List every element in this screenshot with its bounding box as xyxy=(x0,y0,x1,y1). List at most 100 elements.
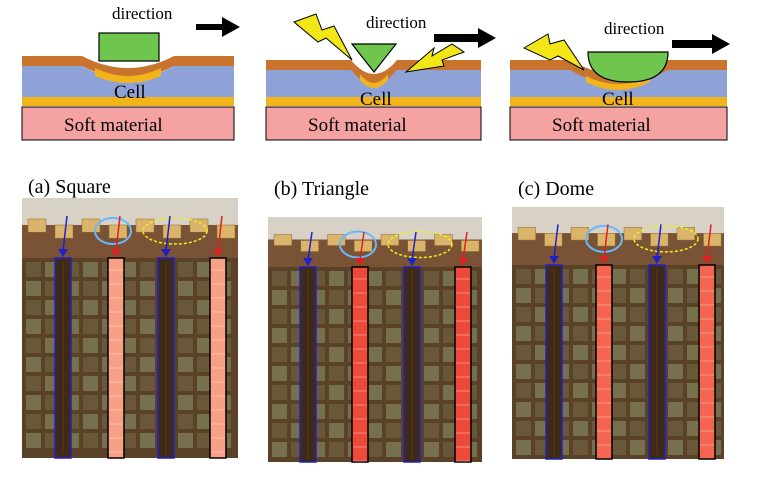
pixel-pad xyxy=(386,366,401,381)
pixel-pad xyxy=(197,357,212,372)
cell-label: Cell xyxy=(602,89,634,110)
yellow-contact-layer xyxy=(95,68,161,83)
direction-label: direction xyxy=(604,19,665,38)
pixel-pad xyxy=(573,269,588,284)
pixel-pad xyxy=(668,345,683,360)
pixel-pad xyxy=(329,404,344,419)
pixel-pad xyxy=(178,357,193,372)
triangle-indenter xyxy=(350,43,398,73)
pixel-pad xyxy=(573,383,588,398)
pixel-pad xyxy=(630,421,645,436)
activated-column xyxy=(698,264,716,460)
pixel-pad xyxy=(272,423,287,438)
soft-material-label: Soft material xyxy=(64,115,163,136)
soft-material-label: Soft material xyxy=(308,115,407,136)
pixel-pad xyxy=(611,383,626,398)
pixel-pad xyxy=(140,319,155,334)
direction-label: direction xyxy=(366,13,427,32)
gold-pad xyxy=(189,218,209,233)
pixel-pad xyxy=(516,364,531,379)
pixel-pad xyxy=(630,383,645,398)
pixel-pad xyxy=(26,281,41,296)
pixel-pad xyxy=(516,326,531,341)
pixel-pad xyxy=(197,414,212,429)
pixel-pad xyxy=(630,345,645,360)
pixel-pad xyxy=(668,288,683,303)
pixel-pad xyxy=(329,385,344,400)
pixel-pad xyxy=(573,345,588,360)
pixel-pad xyxy=(178,414,193,429)
gold-pad xyxy=(380,234,400,246)
pixel-pad xyxy=(197,338,212,353)
gold-pad xyxy=(434,234,453,246)
square-indentation-diagram: direction Cell Soft material xyxy=(21,4,240,141)
pixel-pad xyxy=(178,281,193,296)
square-indenter xyxy=(98,32,160,62)
pixel-pad xyxy=(197,376,212,391)
pixel-pad xyxy=(83,414,98,429)
pixel-pad xyxy=(272,404,287,419)
pixel-pad xyxy=(26,338,41,353)
gold-pad xyxy=(162,224,182,239)
pixel-pad xyxy=(630,307,645,322)
gold-pad xyxy=(135,218,155,233)
blue-arrow xyxy=(62,215,68,252)
pixel-pad xyxy=(26,376,41,391)
pixel-pad xyxy=(668,402,683,417)
pixel-pad xyxy=(83,262,98,277)
highlight-dotted-ellipse xyxy=(633,225,699,253)
activated-column xyxy=(595,264,613,460)
pixel-pad xyxy=(178,395,193,410)
pixel-pad xyxy=(573,288,588,303)
pixel-pad xyxy=(367,290,382,305)
pixel-pad xyxy=(140,357,155,372)
red-arrowhead xyxy=(355,258,365,266)
blue-arrowhead xyxy=(549,256,559,264)
pixel-pad xyxy=(386,347,401,362)
pixel-pad xyxy=(197,433,212,448)
pixel-pad xyxy=(26,262,41,277)
panel-label-triangle: (b) Triangle xyxy=(274,178,369,200)
direction-arrow xyxy=(672,34,730,54)
pixel-pad xyxy=(367,385,382,400)
pixel-pad xyxy=(611,288,626,303)
pixel-pad xyxy=(83,338,98,353)
orange-top-layer xyxy=(510,60,727,84)
pixel-pad xyxy=(424,347,439,362)
pixel-pad xyxy=(516,288,531,303)
blue-arrow xyxy=(553,224,559,259)
pixel-pad xyxy=(140,395,155,410)
pixel-pad xyxy=(516,402,531,417)
pixel-pad xyxy=(573,364,588,379)
pixel-pad xyxy=(83,433,98,448)
red-arrowhead xyxy=(599,256,609,264)
triangle-indentation-diagram: direction Cell Soft material xyxy=(265,13,496,141)
highlight-circle xyxy=(339,230,377,259)
dome-indenter xyxy=(587,51,669,83)
pixel-pad xyxy=(367,423,382,438)
pixel-pad xyxy=(26,414,41,429)
activated-column xyxy=(454,266,472,463)
pixel-pad xyxy=(611,402,626,417)
yellow-lower-layer xyxy=(22,97,234,106)
activated-column xyxy=(107,257,125,459)
pixel-pad xyxy=(424,309,439,324)
pixel-pad xyxy=(386,290,401,305)
pixel-pad xyxy=(26,319,41,334)
pixel-pad xyxy=(386,271,401,286)
soft-material-label: Soft material xyxy=(552,115,651,136)
pixel-pad xyxy=(272,366,287,381)
blue-arrow xyxy=(307,231,313,261)
pixel-pad xyxy=(178,300,193,315)
pixel-pad xyxy=(329,271,344,286)
lightning-bolt-right xyxy=(404,43,466,73)
pixel-pad xyxy=(611,345,626,360)
highlight-dotted-ellipse xyxy=(142,217,208,245)
pixel-pad xyxy=(26,357,41,372)
red-arrow xyxy=(706,224,712,259)
soft-material-block xyxy=(509,106,728,141)
pixel-pad xyxy=(367,404,382,419)
pixel-pad xyxy=(424,328,439,343)
direction-arrow xyxy=(434,28,496,48)
highlight-circle xyxy=(94,217,132,245)
